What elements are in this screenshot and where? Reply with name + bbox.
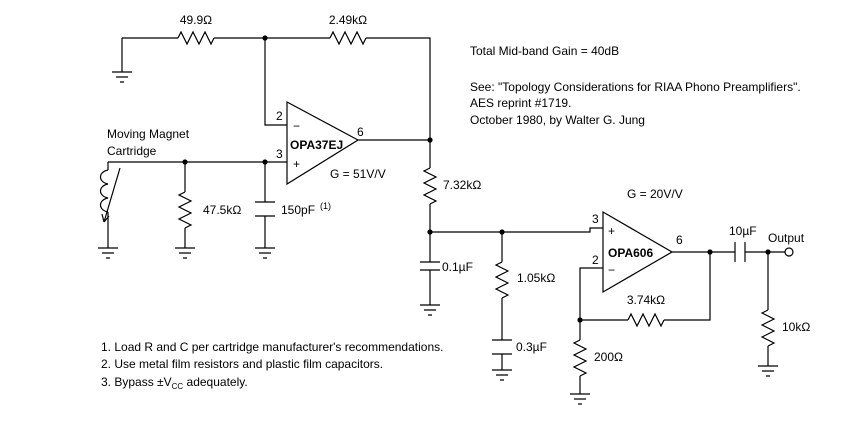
ground-symbols [98, 71, 778, 405]
label-r-3-74k: 3.74kΩ [627, 293, 665, 307]
opamp2-triangle [602, 210, 674, 294]
cartridge-label-line2: Cartridge [107, 144, 157, 158]
label-c-10uf: 10µF [729, 224, 757, 238]
capacitor-10uf-symbol [734, 242, 746, 262]
reference-line-2: AES reprint #1719. [470, 96, 571, 110]
reference-line-1: See: "Topology Considerations for RIAA P… [470, 80, 801, 94]
opamp2-pin-2: 2 [592, 253, 599, 267]
opamp1-name: OPA37EJ [290, 138, 343, 152]
label-r-10k: 10kΩ [782, 320, 810, 334]
resistor-1-05k-symbol [494, 261, 510, 299]
label-c-0-1uf: 0.1µF [442, 260, 473, 274]
cartridge-coil-symbol [99, 167, 121, 223]
label-r-49-9: 49.9Ω [180, 13, 212, 27]
label-r-200: 200Ω [594, 350, 623, 364]
opamp1-plus: + [293, 157, 300, 171]
opamp2-name: OPA606 [608, 246, 653, 260]
opamp2-pin-3: 3 [592, 212, 599, 226]
capacitor-0-3uf-symbol [492, 339, 512, 355]
label-c-150pf: 150pF [281, 203, 315, 217]
capacitor-0-1uf-symbol [420, 261, 440, 271]
label-r-2-49k: 2.49kΩ [329, 13, 367, 27]
footnote-3-subscript: CC [172, 382, 184, 391]
resistor-7-32k-symbol [422, 167, 438, 205]
cartridge-label-line1: Moving Magnet [107, 127, 190, 141]
resistor-200-symbol [572, 339, 588, 377]
opamp2-gain: G = 20V/V [627, 187, 683, 201]
opamp2-minus: − [608, 263, 615, 277]
opamp1-minus: − [293, 119, 300, 133]
opamp1-triangle [286, 100, 360, 186]
label-c-0-3uf: 0.3µF [516, 340, 547, 354]
opamp1-pin-3: 3 [276, 147, 283, 161]
label-r-1-05k: 1.05kΩ [517, 271, 555, 285]
opamp1-pin-2: 2 [276, 109, 283, 123]
opamp2-plus: + [608, 224, 615, 238]
label-r-47-5k: 47.5kΩ [203, 203, 241, 217]
resistor-49-9-symbol [177, 30, 215, 46]
label-r-7-32k: 7.32kΩ [443, 178, 481, 192]
opamp1-gain: G = 51V/V [330, 167, 386, 181]
capacitor-150pf-symbol [255, 201, 275, 217]
label-c-150pf-note: (1) [320, 201, 331, 211]
opamp2-pin-6: 6 [676, 233, 683, 247]
footnote-3: 3. Bypass ±VCC adequately. [101, 375, 248, 391]
wires [107, 37, 785, 394]
resistor-2-49k-symbol [329, 30, 367, 46]
junction-dots [182, 35, 771, 323]
resistor-3-74k-symbol [627, 312, 665, 328]
resistor-47-5k-symbol [177, 191, 193, 229]
footnote-3-suffix: adequately. [183, 375, 248, 389]
footnote-2: 2. Use metal film resistors and plastic … [101, 357, 383, 371]
output-terminal [784, 247, 794, 257]
footnote-1: 1. Load R and C per cartridge manufactur… [101, 340, 443, 354]
footnote-3-prefix: 3. Bypass ±V [101, 375, 172, 389]
resistor-10k-symbol [760, 309, 776, 347]
opamp1-pin-6: 6 [357, 125, 364, 139]
reference-line-3: October 1980, by Walter G. Jung [470, 113, 645, 127]
label-output: Output [768, 231, 805, 245]
gain-note: Total Mid-band Gain = 40dB [470, 44, 619, 58]
